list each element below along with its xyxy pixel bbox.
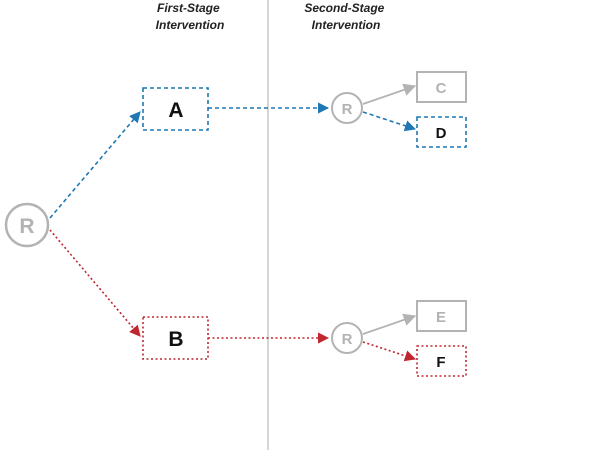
arrow-r-to-a — [49, 111, 141, 219]
second-randomization-circle-bottom — [331, 322, 363, 354]
node-a-box — [142, 87, 209, 131]
node-b-label: B — [168, 328, 183, 351]
node-c-label: C — [436, 80, 447, 97]
first-stage-header-line1: First-Stage — [157, 1, 220, 15]
initial-randomization-circle — [4, 202, 50, 248]
initial-randomization-label: R — [19, 215, 34, 238]
arrow-r-to-b — [49, 229, 141, 337]
second-stage-header: Second-Stage Intervention — [304, 1, 387, 32]
node-f-box — [416, 345, 467, 377]
arrow-r-to-e — [362, 313, 417, 335]
second-stage-header-line2: Intervention — [312, 18, 381, 32]
node-e-box — [416, 300, 467, 332]
second-randomization-label-top: R — [342, 101, 353, 118]
second-randomization-circle-top — [331, 92, 363, 124]
node-b-box — [142, 316, 209, 360]
node-f-label: F — [436, 354, 445, 371]
node-e-label: E — [436, 309, 446, 326]
second-stage-header-line1: Second-Stage — [304, 1, 384, 15]
node-d-box — [416, 116, 467, 148]
arrow-r-to-d — [362, 111, 417, 132]
node-c-box — [416, 71, 467, 103]
first-stage-header-line2: Intervention — [156, 18, 225, 32]
first-stage-header: First-Stage Intervention — [156, 1, 225, 32]
node-d-label: D — [436, 125, 447, 142]
arrow-r-to-c — [362, 83, 417, 105]
arrow-r-to-f — [362, 341, 417, 362]
second-randomization-label-bottom: R — [342, 331, 353, 348]
node-a-label: A — [168, 99, 183, 122]
